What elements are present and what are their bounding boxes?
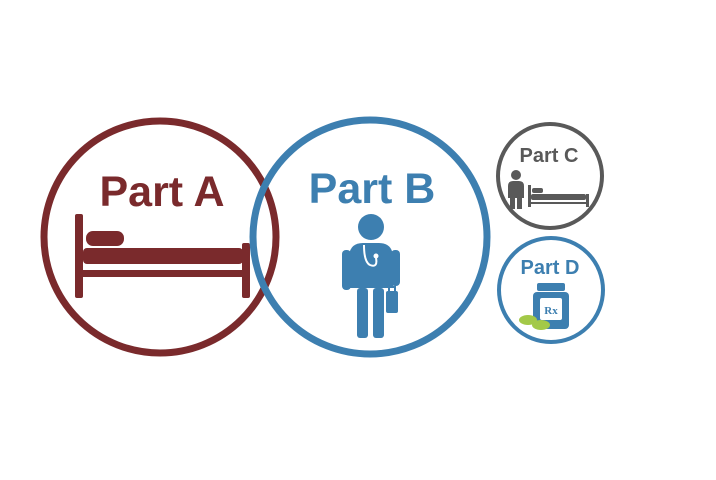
part-d-label: Part D	[521, 257, 580, 279]
part-b-label: Part B	[309, 165, 436, 213]
prescription-bottle-icon: Rx	[519, 283, 569, 330]
part-a-group: Part A	[40, 117, 280, 357]
part-c-label: Part C	[520, 145, 579, 167]
doctor-icon	[342, 214, 400, 338]
part-d-group: Part D Rx	[497, 236, 605, 344]
pill-icon	[532, 320, 550, 330]
pill-icon	[519, 315, 537, 325]
part-a-label: Part A	[99, 168, 224, 216]
doctor-and-bed-icon	[508, 170, 589, 209]
part-b-group: Part B	[249, 116, 491, 358]
part-b-circle	[249, 116, 491, 358]
part-a-circle	[40, 117, 280, 357]
part-c-group: Part C	[496, 122, 604, 230]
hospital-bed-icon	[75, 214, 250, 298]
rx-symbol: Rx	[544, 305, 558, 317]
